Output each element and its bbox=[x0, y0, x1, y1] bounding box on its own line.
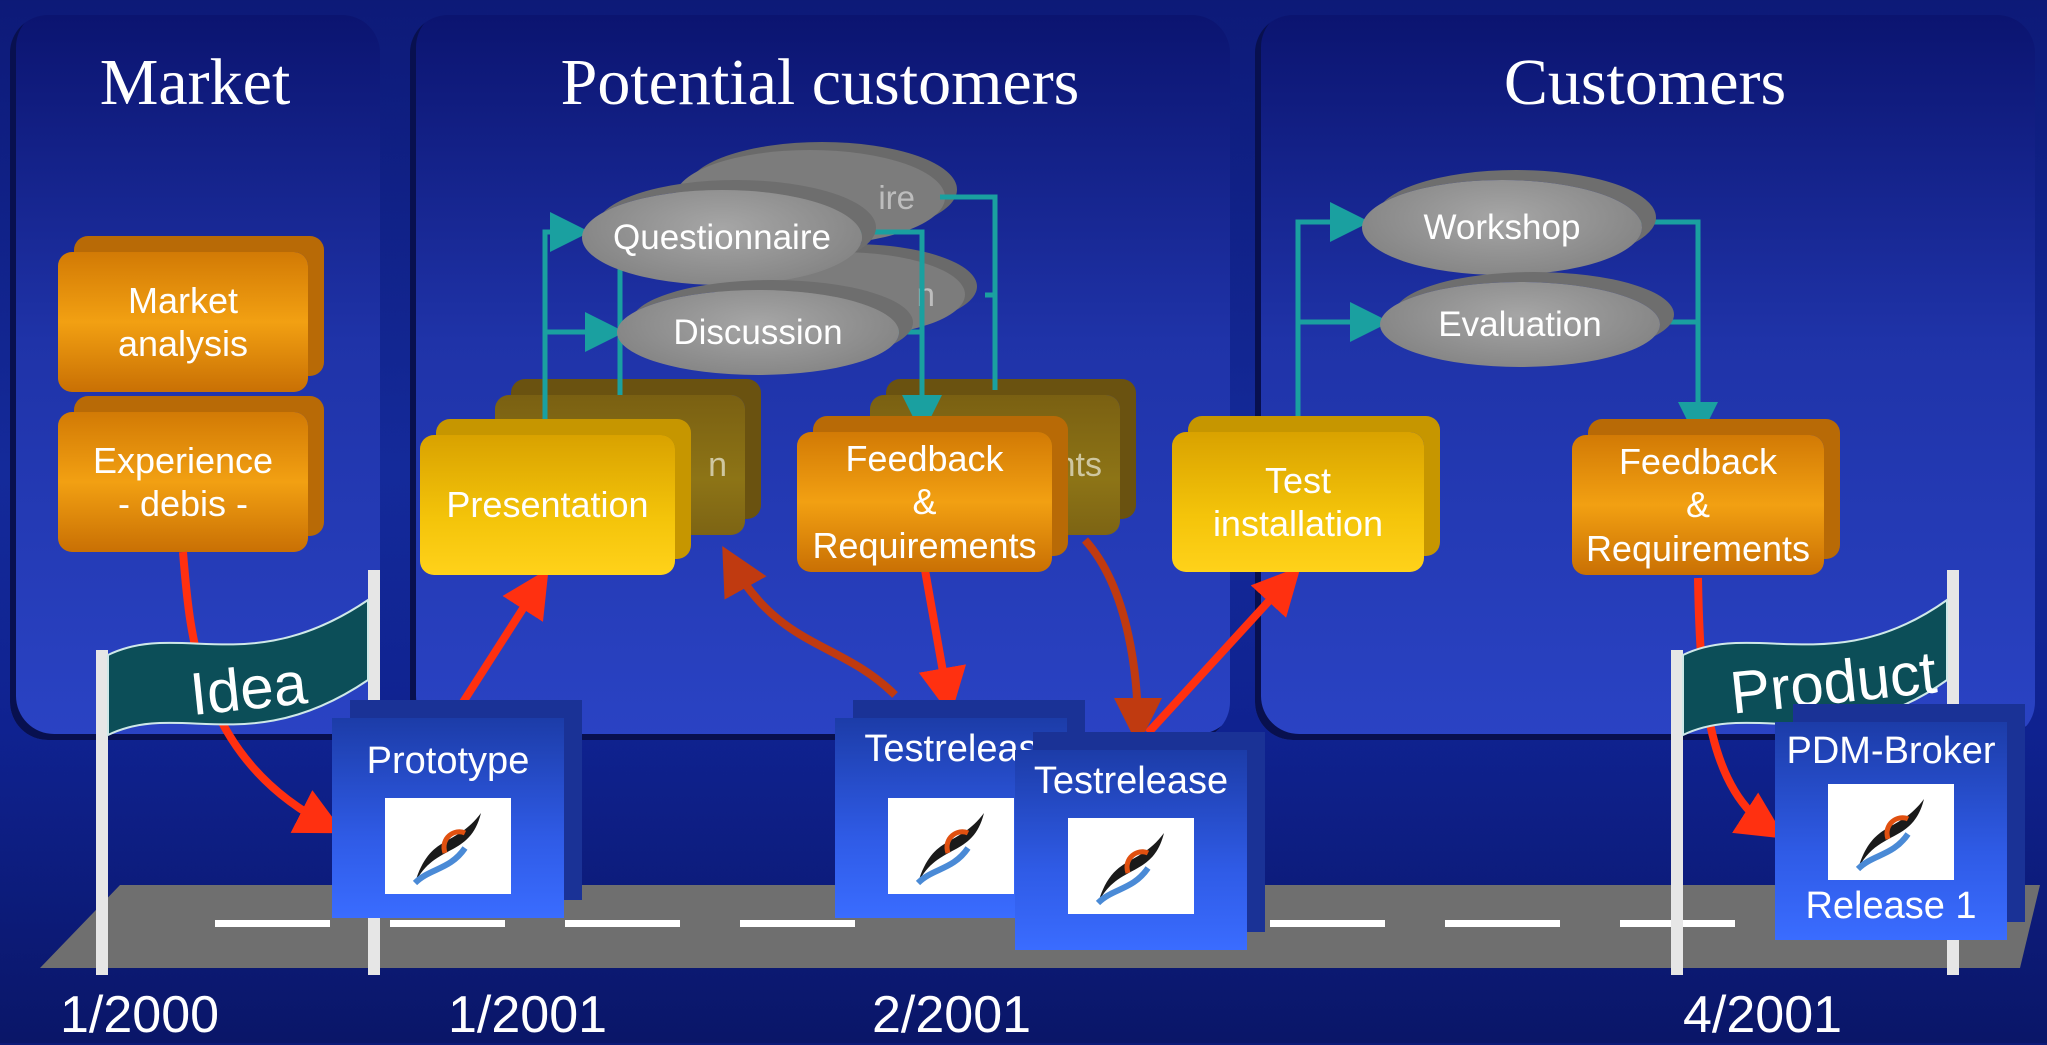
potential-customers-panel: Potential customers bbox=[410, 15, 1230, 740]
workshop-ellipse: Workshop bbox=[1362, 180, 1642, 275]
customers-feedback-label-1: Feedback bbox=[1618, 441, 1778, 483]
feedback-ghost-label: nts bbox=[1056, 445, 1102, 484]
experience-label: Experience bbox=[92, 439, 274, 481]
testrelease-front-cube: Testrelease bbox=[1015, 750, 1247, 950]
product-flag: Product bbox=[1671, 570, 1959, 975]
release-label: Release 1 bbox=[1805, 885, 1977, 927]
customers-feedback-label-3: Requirements bbox=[1585, 527, 1811, 569]
test-installation-box: Test installation bbox=[1172, 432, 1424, 572]
date-4-2001: 4/2001 bbox=[1683, 986, 1843, 1044]
potential-feedback-box: Feedback & Requirements bbox=[797, 432, 1052, 572]
prototype-label: Prototype bbox=[366, 740, 530, 782]
presentation-box: Presentation bbox=[420, 435, 675, 575]
presentation-ghost-label: n bbox=[708, 445, 727, 484]
testrelease-back-label: Testreleas bbox=[864, 728, 1038, 770]
date-2-2001: 2/2001 bbox=[872, 986, 1032, 1044]
test-installation-label-2: installation bbox=[1212, 503, 1384, 544]
logo-icon bbox=[888, 798, 1014, 894]
workshop-label: Workshop bbox=[1423, 207, 1581, 247]
potential-feedback-label-1: Feedback bbox=[845, 438, 1004, 480]
customers-panel: Customers bbox=[1255, 15, 2035, 740]
questionnaire-ghost-label: ire bbox=[878, 178, 915, 216]
presentation-label: Presentation bbox=[446, 484, 649, 526]
experience-box: Experience - debis - bbox=[58, 412, 308, 552]
test-installation-label-1: Test bbox=[1264, 459, 1332, 501]
prototype-cube: Prototype bbox=[332, 718, 564, 918]
customers-title: Customers bbox=[1503, 46, 1787, 119]
date-1-2001: 1/2001 bbox=[448, 986, 608, 1044]
customers-feedback-label-2: & bbox=[1685, 484, 1710, 526]
pdm-broker-label: PDM-Broker bbox=[1786, 730, 1996, 772]
logo-icon bbox=[1828, 784, 1954, 880]
evaluation-label: Evaluation bbox=[1438, 304, 1602, 344]
potential-customers-title: Potential customers bbox=[560, 46, 1080, 119]
customers-feedback-box: Feedback & Requirements bbox=[1572, 435, 1824, 575]
questionnaire-label: Questionnaire bbox=[613, 217, 831, 257]
evaluation-ellipse: Evaluation bbox=[1380, 282, 1660, 367]
logo-icon bbox=[1068, 818, 1194, 914]
experience-sublabel: - debis - bbox=[117, 483, 249, 524]
market-analysis-label: Market analysis bbox=[117, 279, 249, 364]
logo-icon bbox=[385, 798, 511, 894]
potential-feedback-label-3: Requirements bbox=[812, 524, 1037, 566]
testrelease-front-label: Testrelease bbox=[1033, 760, 1229, 802]
market-analysis-box: Market analysis bbox=[58, 252, 308, 392]
discussion-label: Discussion bbox=[673, 312, 843, 352]
potential-feedback-label-2: & bbox=[912, 481, 937, 523]
pdm-broker-cube: PDM-Broker Release 1 bbox=[1775, 722, 2007, 940]
questionnaire-ellipse: Questionnaire bbox=[582, 190, 862, 285]
market-title: Market bbox=[99, 46, 291, 119]
idea-flag-label: Idea bbox=[187, 649, 311, 728]
date-1-2000: 1/2000 bbox=[60, 986, 220, 1044]
discussion-ellipse: Discussion bbox=[617, 290, 899, 375]
